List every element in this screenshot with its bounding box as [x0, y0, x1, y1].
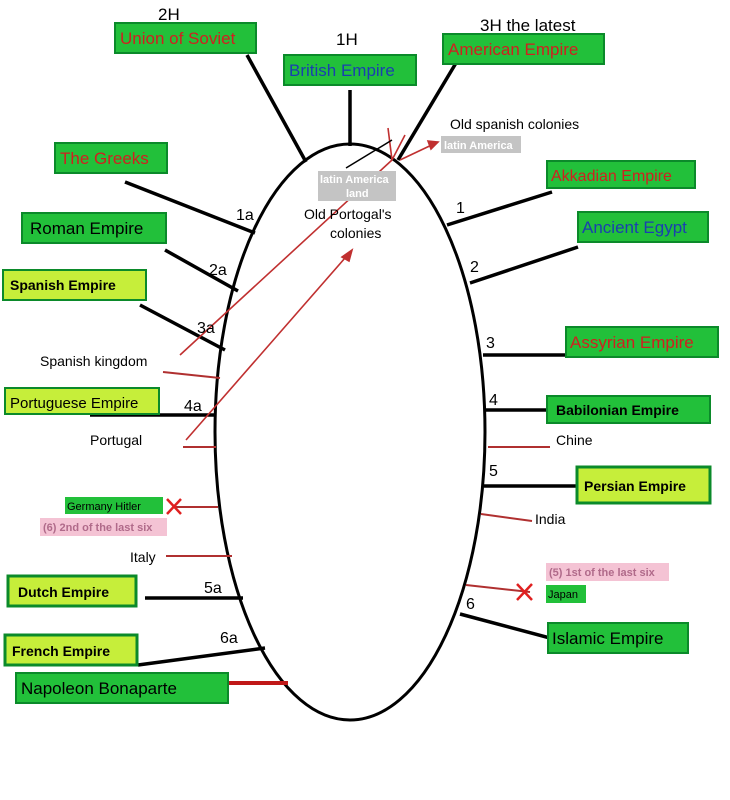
x-mark-germany-icon: [166, 498, 182, 515]
label-portugal: Portugal: [90, 432, 142, 448]
label-assyrian-empire: Assyrian Empire: [570, 333, 694, 352]
latin-america-pointer: [345, 139, 393, 169]
number-2: 2: [470, 259, 479, 276]
label-union-of-soviet: Union of Soviet: [120, 29, 236, 48]
box-american-empire: [442, 33, 605, 65]
box-first-of-last-six: [546, 563, 669, 581]
label-old-portugal-line1: Old Portogal's: [304, 206, 392, 222]
label-akkadian-empire: Akkadian Empire: [551, 168, 672, 185]
box-persian-empire: [575, 465, 712, 505]
number-6a: 6a: [220, 630, 238, 647]
label-persian-empire: Persian Empire: [584, 478, 686, 494]
box-islamic-empire: [547, 622, 689, 654]
label-french-empire: French Empire: [12, 643, 110, 659]
label-germany-hitler: Germany Hitler: [67, 501, 141, 513]
label-american-empire: American Empire: [448, 40, 578, 59]
box-latin-america: [441, 136, 521, 153]
number-5a: 5a: [204, 580, 222, 597]
box-assyrian-empire: [565, 326, 719, 358]
label-first-of-last-six: (5) 1st of the last six: [549, 567, 656, 579]
label-spanish-empire: Spanish Empire: [10, 277, 116, 293]
box-dutch-empire: [6, 574, 138, 608]
label-ancient-egypt: Ancient Egypt: [582, 218, 687, 237]
number-6: 6: [466, 596, 475, 613]
heading-3h: 3H the latest: [480, 16, 576, 35]
x-mark-japan-icon: [516, 583, 533, 601]
number-3: 3: [486, 335, 495, 352]
number-3a: 3a: [197, 320, 215, 337]
label-old-spanish-colonies: Old spanish colonies: [450, 116, 579, 132]
box-spanish-empire: [2, 269, 147, 301]
label-japan: Japan: [548, 589, 578, 601]
box-union-of-soviet: [114, 22, 257, 54]
label-india: India: [535, 511, 566, 527]
box-french-empire: [3, 633, 139, 667]
number-2a: 2a: [209, 262, 227, 279]
number-1: 1: [456, 200, 465, 217]
number-4: 4: [489, 392, 498, 409]
box-japan: [546, 585, 586, 603]
number-5: 5: [489, 463, 498, 480]
box-second-of-last-six: [40, 518, 167, 536]
label-roman-empire: Roman Empire: [30, 219, 143, 238]
label-latin-america: latin America: [444, 140, 514, 152]
box-latin-america-land: [318, 171, 396, 201]
label-italy: Italy: [130, 549, 156, 565]
minor-lines: [162, 371, 550, 593]
label-babilonian-empire: Babilonian Empire: [556, 402, 679, 418]
heading-1h: 1H: [336, 30, 358, 49]
heading-2h: 2H: [158, 5, 180, 24]
label-latin-america-land-line1: latin America: [320, 174, 390, 186]
label-latin-america-land-line2: land: [346, 188, 369, 200]
box-the-greeks: [54, 142, 168, 174]
label-spanish-kingdom: Spanish kingdom: [40, 353, 147, 369]
label-dutch-empire: Dutch Empire: [18, 584, 109, 600]
box-napoleon: [15, 672, 229, 704]
connector-lines: [90, 54, 579, 667]
box-babilonian-empire: [546, 395, 711, 424]
box-germany-hitler: [65, 497, 163, 514]
label-napoleon: Napoleon Bonaparte: [21, 679, 177, 698]
box-british-empire: [283, 54, 417, 86]
label-second-of-last-six: (6) 2nd of the last six: [43, 522, 153, 534]
box-ancient-egypt: [577, 211, 709, 243]
label-old-portugal-line2: colonies: [330, 225, 381, 241]
label-chine: Chine: [556, 432, 593, 448]
label-british-empire: British Empire: [289, 61, 395, 80]
box-portuguese-empire: [4, 387, 160, 415]
box-akkadian-empire: [546, 160, 696, 189]
box-roman-empire: [21, 212, 167, 244]
label-the-greeks: The Greeks: [60, 149, 149, 168]
label-portuguese-empire: Portuguese Empire: [10, 395, 138, 412]
number-1a: 1a: [236, 207, 254, 224]
label-islamic-empire: Islamic Empire: [552, 629, 663, 648]
number-4a: 4a: [184, 398, 202, 415]
